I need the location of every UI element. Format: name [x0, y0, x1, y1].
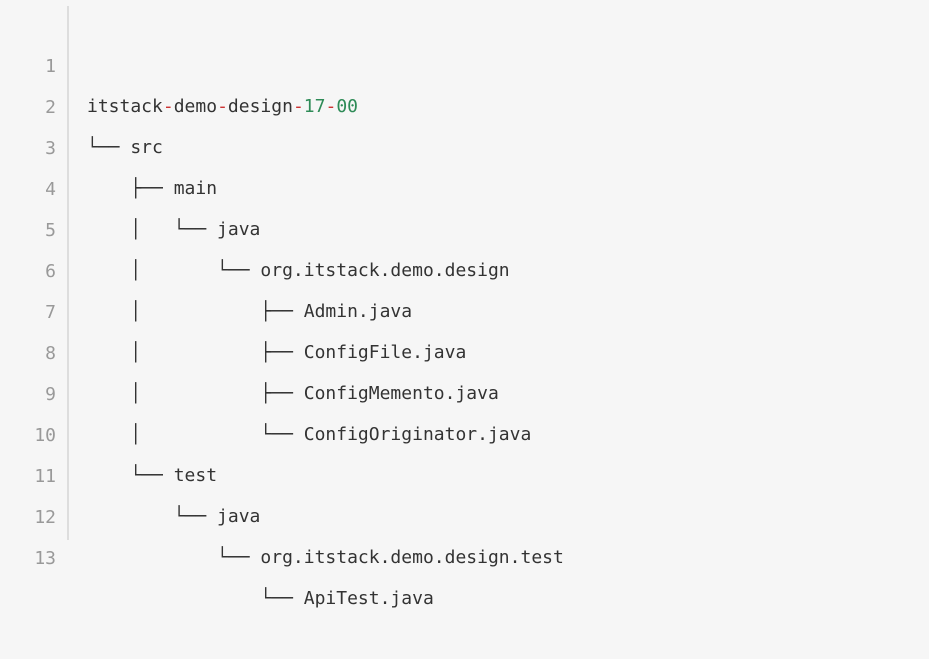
code-line-2: 2 └── src — [0, 48, 163, 158]
code-line-13: 13 └── ApiTest.java — [0, 499, 433, 609]
line-text: ├── main — [87, 178, 218, 199]
gutter-divider — [67, 6, 69, 540]
line-number: 10 — [34, 425, 56, 446]
token: demo — [173, 96, 218, 117]
token: design — [227, 96, 293, 117]
line-text: │ └── org.itstack.demo.design — [87, 260, 510, 281]
line-number: 4 — [45, 179, 56, 200]
line-number: 1 — [45, 56, 56, 77]
code-line-4: 4 │ └── java — [0, 130, 260, 240]
code-line-5: 5 │ └── org.itstack.demo.design — [0, 171, 509, 281]
token-operator: - — [292, 96, 304, 117]
line-number: 3 — [45, 138, 56, 159]
code-line-9: 9 │ └── ConfigOriginator.java — [0, 335, 531, 445]
line-text: └── src — [87, 137, 163, 158]
line-number: 12 — [34, 507, 56, 528]
code-line-12: 12 └── org.itstack.demo.design.test — [0, 458, 564, 568]
token-operator: - — [325, 96, 337, 117]
code-line-10: 10 └── test — [0, 376, 217, 486]
line-number: 11 — [34, 466, 56, 487]
line-number: 5 — [45, 220, 56, 241]
token: itstack — [87, 96, 163, 117]
code-line-6: 6 │ ├── Admin.java — [0, 212, 412, 322]
line-text: └── org.itstack.demo.design.test — [87, 547, 564, 568]
line-text: │ ├── Admin.java — [87, 301, 413, 322]
line-number: 2 — [45, 97, 56, 118]
code-line-8: 8 │ ├── ConfigMemento.java — [0, 294, 499, 404]
line-text: │ └── ConfigOriginator.java — [87, 424, 532, 445]
line-text: └── test — [87, 465, 218, 486]
line-text: └── ApiTest.java — [87, 588, 434, 609]
line-number: 6 — [45, 261, 56, 282]
line-number: 8 — [45, 343, 56, 364]
token-operator: - — [162, 96, 174, 117]
code-line-7: 7 │ ├── ConfigFile.java — [0, 253, 466, 363]
code-line-1: 1 itstack-demo-design-17-00 — [0, 7, 358, 117]
line-text: └── java — [87, 506, 261, 527]
code-line-11: 11 └── java — [0, 417, 260, 527]
line-text: │ ├── ConfigMemento.java — [87, 383, 499, 404]
line-number: 7 — [45, 302, 56, 323]
line-text: │ ├── ConfigFile.java — [87, 342, 467, 363]
token-number: 17 — [303, 96, 326, 117]
line-number: 13 — [34, 548, 56, 569]
line-number: 9 — [45, 384, 56, 405]
code-block: 1 itstack-demo-design-17-00 2 └── src 3 … — [0, 6, 564, 609]
token-number: 00 — [336, 96, 358, 117]
code-line-3: 3 ├── main — [0, 89, 217, 199]
line-text: │ └── java — [87, 219, 261, 240]
line-text: itstack-demo-design-17-00 — [87, 87, 358, 127]
token-operator: - — [217, 96, 228, 117]
